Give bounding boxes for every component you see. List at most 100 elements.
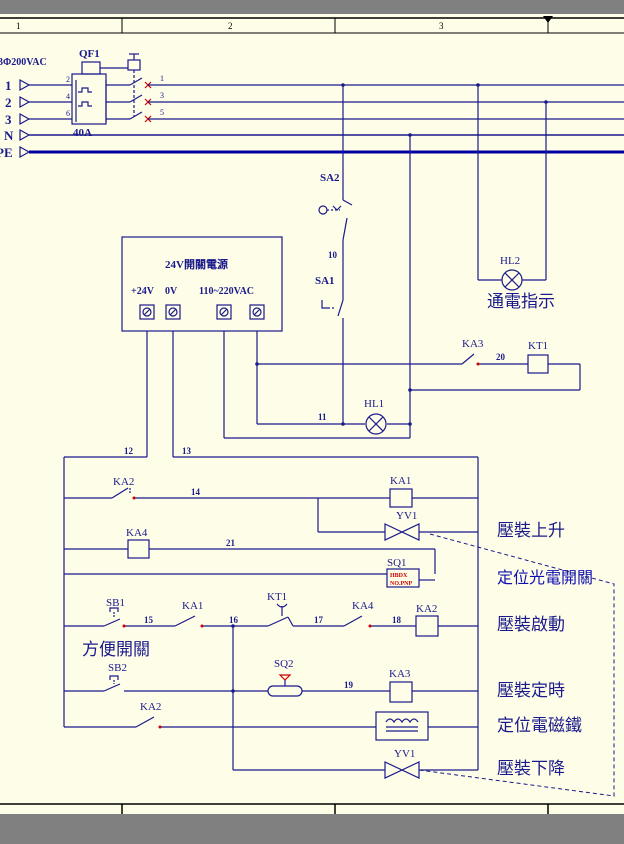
wire-17: 17 [314, 615, 324, 625]
convenience-switch-text: 方便開關 [82, 640, 150, 659]
wire-21: 21 [226, 538, 236, 548]
sq1-box-top: HBDX [390, 573, 408, 579]
ka2-r6-label: KA2 [140, 701, 161, 713]
wire-11: 11 [318, 412, 327, 422]
breaker-name: QF1 [79, 48, 100, 60]
kt1-top-label: KT1 [528, 340, 548, 352]
breaker-out-5: 5 [160, 108, 164, 117]
press-up-text: 壓裝上升 [497, 521, 565, 540]
line-label-3: 3 [5, 112, 12, 127]
column-header [0, 16, 624, 34]
line-label-2: 2 [5, 95, 12, 110]
yv1-down-valve [384, 761, 420, 779]
psu-zero-label: 0V [165, 286, 178, 297]
sq1-sensor: HBDX NO.PNP [386, 568, 420, 588]
breaker-terminal-2: 2 [66, 75, 70, 84]
kt1-contact-label: KT1 [267, 591, 287, 603]
wire-15: 15 [144, 615, 154, 625]
ka2-r1-dot [132, 496, 136, 500]
column-label-3: 3 [439, 21, 444, 31]
ka1-coil-label: KA1 [390, 475, 411, 487]
bottom-strip [0, 803, 624, 814]
sa2-switch[interactable] [318, 199, 353, 290]
ka3-top-contact [461, 353, 475, 365]
sq1-label: SQ1 [387, 557, 407, 569]
breaker-rating: 40A [73, 127, 92, 139]
press-timing-text: 壓裝定時 [497, 681, 565, 700]
ka4-contact-dot [368, 624, 372, 628]
yv1-up-label: YV1 [396, 510, 417, 522]
ka4-coil [127, 539, 150, 559]
wire-19: 19 [344, 680, 354, 690]
breaker-qf1 [71, 53, 141, 125]
ka1-contact-label: KA1 [182, 600, 203, 612]
hl2-lamp [501, 269, 523, 291]
ka2-r6-dot [158, 725, 162, 729]
terminal-arrows [19, 78, 31, 159]
sb1-button[interactable] [103, 607, 121, 627]
photo-switch-text: 定位光電開關 [497, 569, 593, 587]
locate-magnet-text: 定位電磁鐵 [497, 716, 582, 735]
locate-magnet-symbol [375, 711, 429, 741]
wire-13: 13 [182, 446, 192, 456]
breaker-contacts [106, 70, 143, 120]
input-wires [29, 84, 72, 120]
breaker-terminal-4: 4 [66, 92, 70, 101]
ka3-top-label: KA3 [462, 338, 484, 350]
valve-linkage [418, 531, 615, 797]
line-label-1: 1 [5, 78, 12, 93]
ka2-coil-label: KA2 [416, 603, 437, 615]
wire-20: 20 [496, 352, 506, 362]
sq1-box-bot: NO.PNP [390, 581, 412, 587]
column-label-2: 2 [228, 21, 233, 31]
kt1-top-coil [527, 354, 549, 374]
breaker-terminal-6: 6 [66, 109, 70, 118]
press-down-text: 壓裝下降 [497, 759, 565, 778]
sb2-button[interactable] [103, 675, 121, 692]
ka3-top-contact-dot [476, 362, 480, 366]
row5-wiring [64, 716, 478, 728]
yv1-up-valve [384, 523, 420, 541]
psu-title: 24V開關電源 [165, 257, 228, 271]
ka4-contact-label: KA4 [352, 600, 374, 612]
kt1-contact [267, 603, 294, 627]
feed-wires [342, 85, 547, 438]
row3-wiring [64, 615, 478, 770]
wire-10: 10 [328, 250, 338, 260]
wire-12: 12 [124, 446, 134, 456]
column-label-1: 1 [16, 21, 21, 31]
wire-14: 14 [191, 487, 201, 497]
breaker-out-3: 3 [160, 91, 164, 100]
hl2-label: HL2 [500, 255, 520, 267]
row2-wiring [64, 548, 436, 581]
wire-18: 18 [392, 615, 402, 625]
sa2-label: SA2 [320, 172, 340, 184]
sq2-switch [267, 674, 303, 697]
sq2-label: SQ2 [274, 658, 294, 670]
row3-junction [231, 624, 235, 628]
sb1-label: SB1 [106, 597, 125, 609]
ka2-r1-label: KA2 [113, 476, 134, 488]
hl1-lamp [365, 413, 387, 435]
yv1-down-label: YV1 [394, 748, 415, 760]
breaker-out-1: 1 [160, 74, 164, 83]
ka3-coil-label: KA3 [389, 668, 411, 680]
psu-pos-label: +24V [131, 286, 155, 297]
psu-box [121, 236, 283, 332]
ka2-coil [415, 615, 439, 637]
ka3-coil [389, 681, 413, 703]
wire-16: 16 [229, 615, 239, 625]
drawing-area [0, 14, 624, 814]
supply-voltage-label: 3Φ200VAC [0, 57, 47, 68]
sa1-switch[interactable] [321, 290, 344, 424]
psu-terminals [139, 304, 265, 320]
sb2-label: SB2 [108, 662, 127, 674]
sb1-dot [122, 624, 126, 628]
psu-junctions [255, 362, 412, 426]
ka1-coil [389, 488, 413, 508]
line-label-n: N [4, 128, 14, 143]
row4-junction [231, 689, 235, 693]
control-rails [63, 456, 479, 770]
ka4-coil-label: KA4 [126, 527, 148, 539]
